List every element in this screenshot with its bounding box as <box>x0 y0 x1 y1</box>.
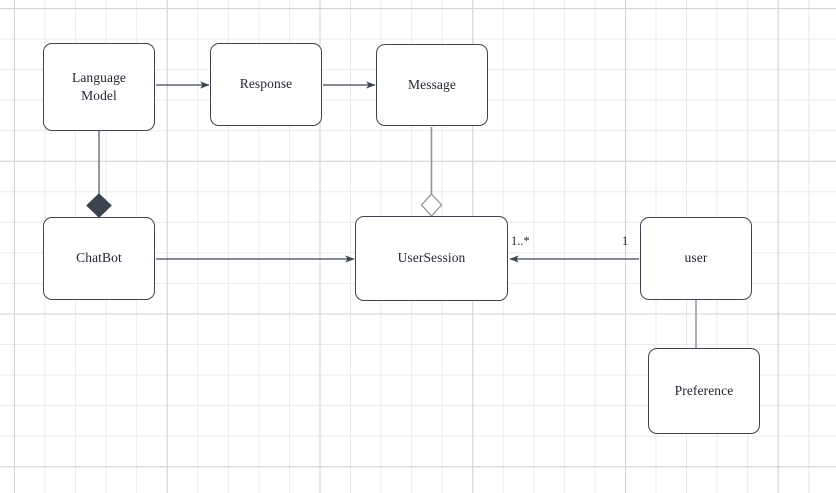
node-user[interactable]: user <box>640 217 752 300</box>
filled-diamond-marker <box>86 193 112 218</box>
node-preference[interactable]: Preference <box>648 348 760 434</box>
node-label: Response <box>239 76 293 92</box>
edge-message-to-usersession-aggregation <box>420 127 443 217</box>
node-label: Message <box>408 76 456 92</box>
node-label: user <box>684 250 708 266</box>
node-language-model[interactable]: Language Model <box>43 43 155 131</box>
node-label: ChatBot <box>76 250 122 266</box>
node-label: Language Model <box>71 69 127 103</box>
multiplicity-label-user: 1 <box>622 234 629 248</box>
node-message[interactable]: Message <box>376 44 488 126</box>
node-label: UserSession <box>397 250 466 266</box>
node-response[interactable]: Response <box>210 43 322 126</box>
edge-language-model-to-chatbot-composition <box>86 131 112 218</box>
node-usersession[interactable]: UserSession <box>355 216 508 301</box>
multiplicity-label-usersession: 1..* <box>511 234 530 248</box>
hollow-diamond-marker <box>420 193 443 217</box>
node-chatbot[interactable]: ChatBot <box>43 217 155 300</box>
node-label: Preference <box>674 382 734 398</box>
